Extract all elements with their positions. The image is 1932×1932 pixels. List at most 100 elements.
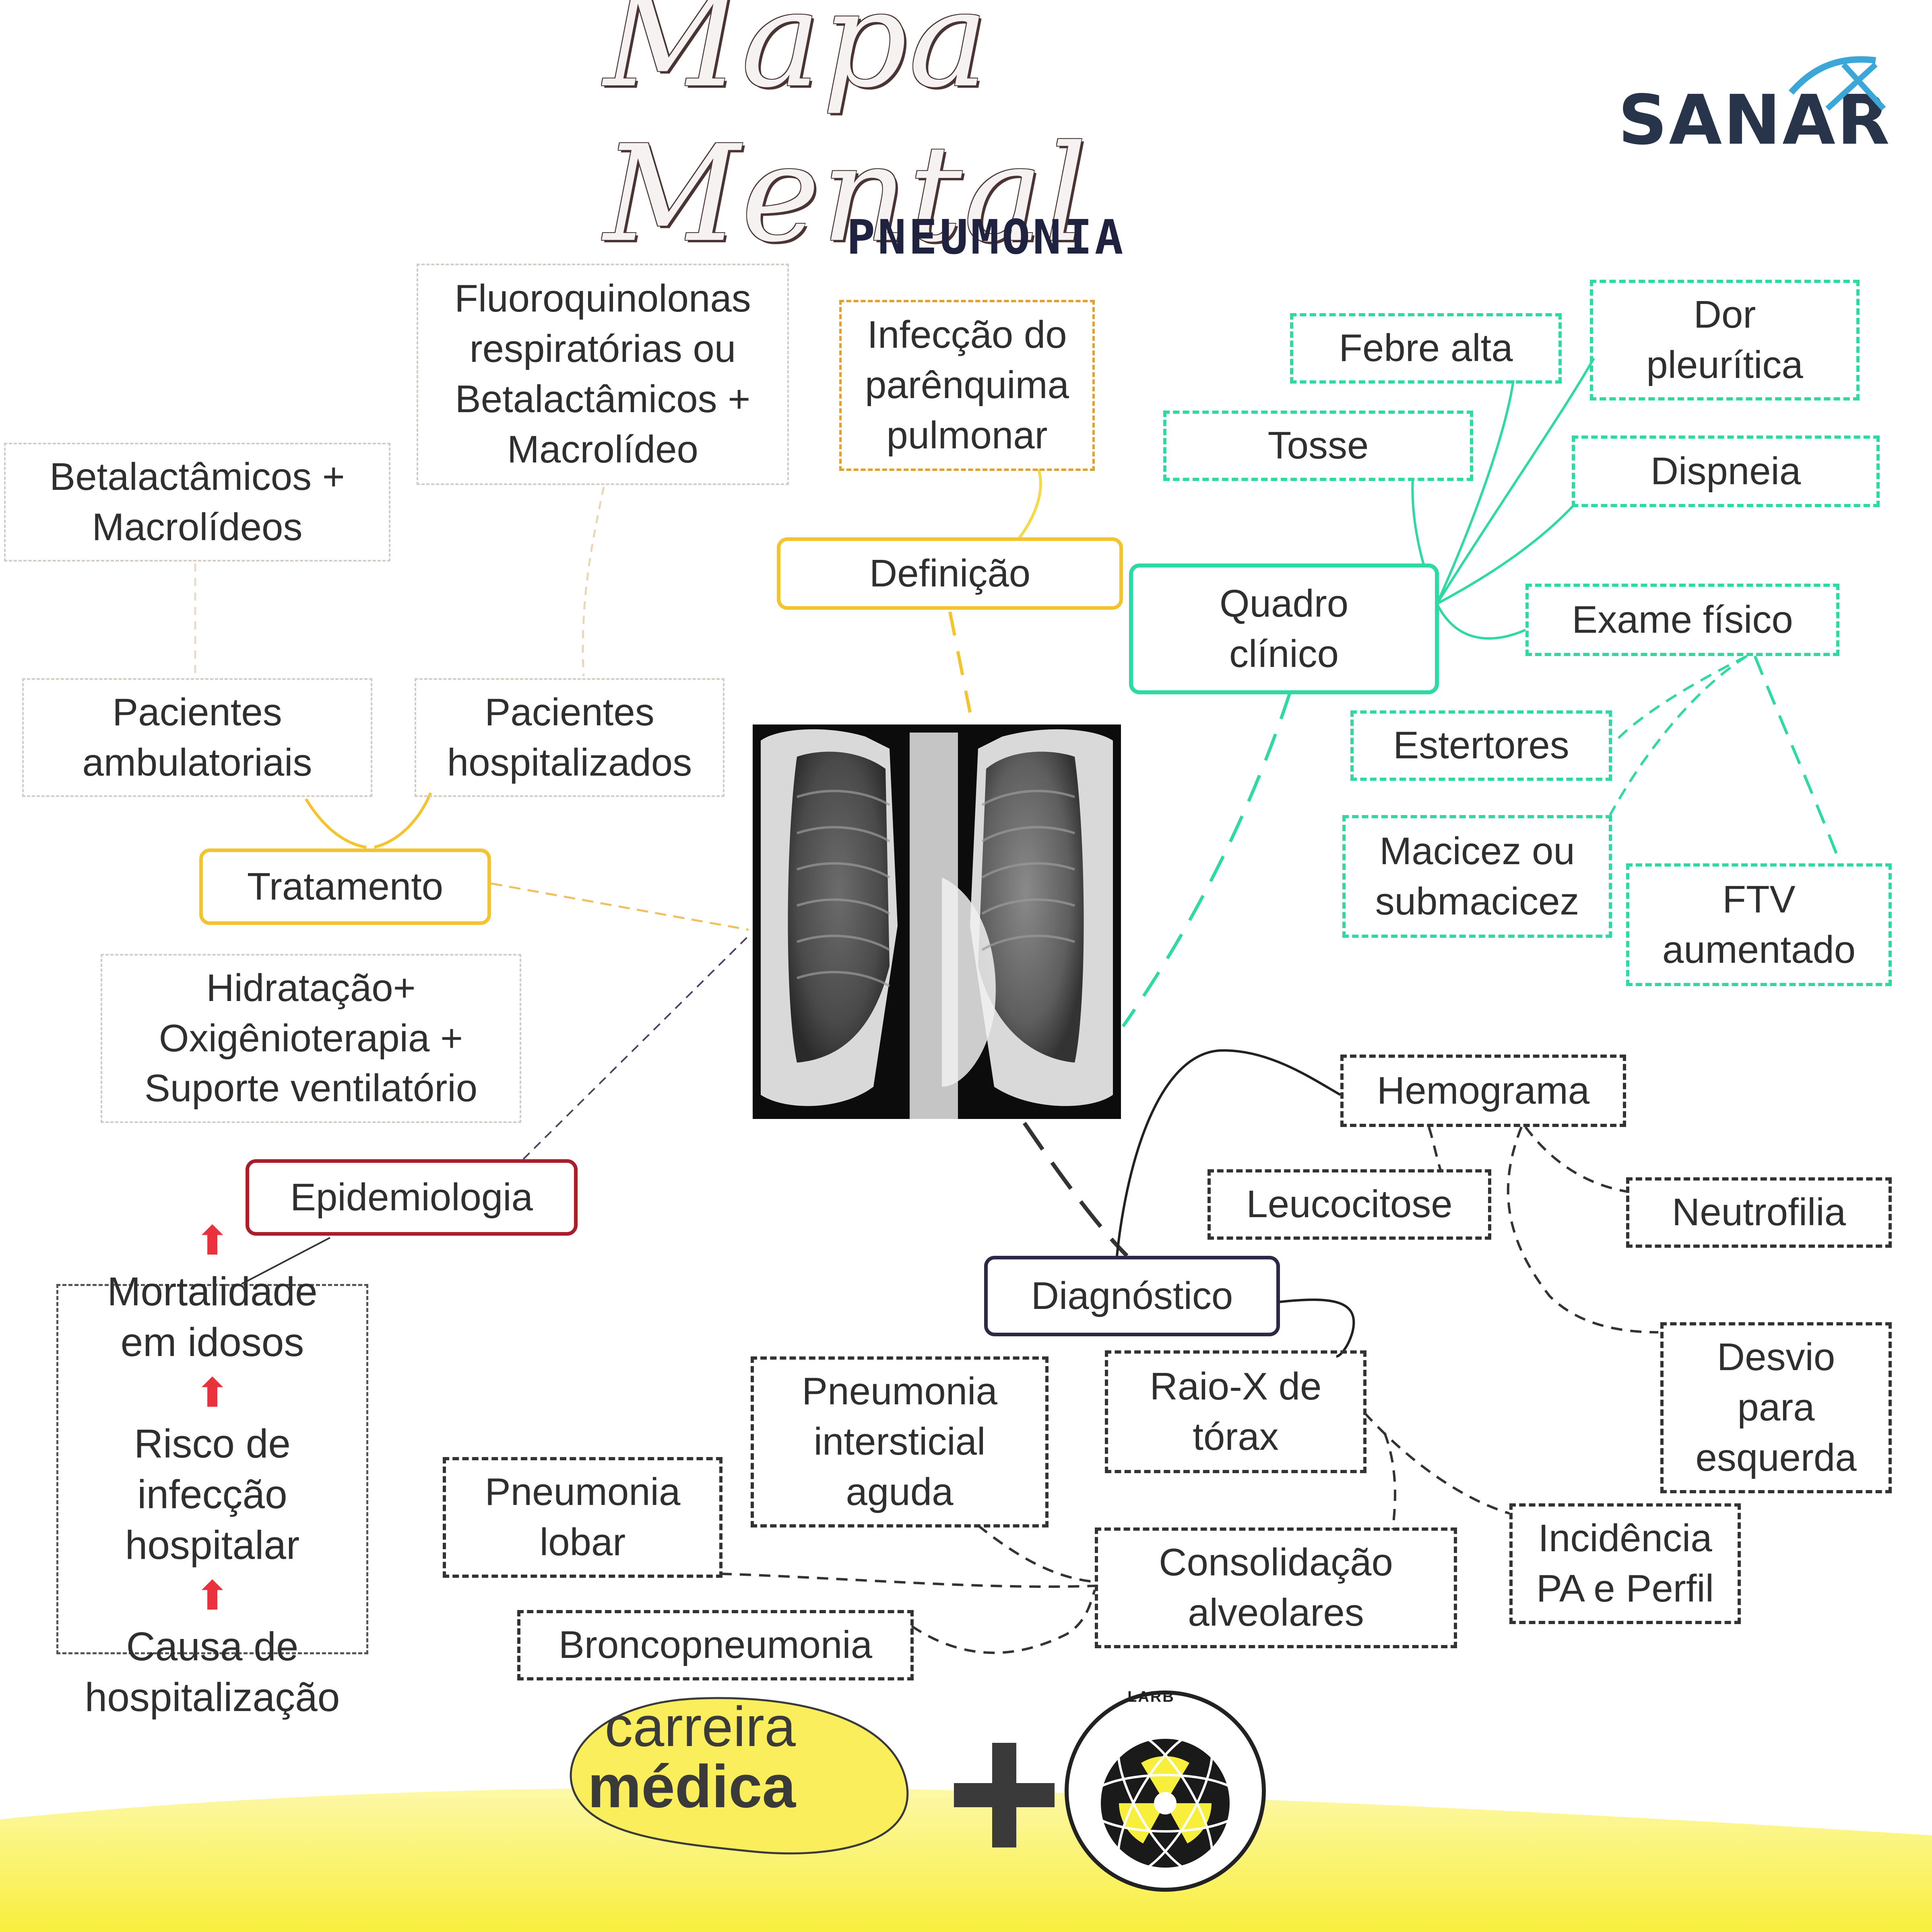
neutrofilia-box: Neutrofilia bbox=[1626, 1177, 1892, 1248]
consolidacao-box: Consolidação alveolares bbox=[1095, 1527, 1457, 1648]
dor-pleuritica-line: Dor bbox=[1693, 293, 1756, 336]
definicao-desc-line: parênquima bbox=[865, 363, 1069, 407]
febre-alta-box: Febre alta bbox=[1290, 313, 1562, 384]
dor-pleuritica-line: pleurítica bbox=[1646, 343, 1803, 386]
suporte-line: Hidratação+ bbox=[206, 966, 416, 1009]
sanar-mark-icon bbox=[1788, 56, 1886, 111]
medica-text: médica bbox=[588, 1752, 796, 1820]
line-exame-estertores bbox=[1613, 655, 1748, 744]
epi-line: infecção bbox=[137, 1472, 287, 1517]
intersticial-line: aguda bbox=[846, 1470, 954, 1513]
line-tratamento-amb bbox=[305, 798, 367, 849]
arrow-up-icon: ⬆ bbox=[195, 1218, 229, 1263]
hospitalizados-line: Pacientes bbox=[485, 690, 654, 734]
epi-line: hospitalar bbox=[125, 1523, 300, 1568]
line-inters-consol bbox=[977, 1524, 1095, 1583]
macicez-box: Macicez ou submacicez bbox=[1342, 815, 1612, 938]
suporte-box: Hidratação+ Oxigênioterapia + Suporte ve… bbox=[101, 954, 521, 1123]
tosse-label: Tosse bbox=[1267, 424, 1369, 467]
macicez-line: Macicez ou bbox=[1379, 829, 1575, 873]
fluoro-line: Macrolídeo bbox=[507, 427, 698, 471]
chest-xray-image bbox=[753, 724, 1121, 1119]
lobar-line: Pneumonia bbox=[485, 1470, 681, 1514]
broncopneumonia-box: Broncopneumonia bbox=[517, 1610, 914, 1680]
ambulatoriais-line: ambulatoriais bbox=[82, 741, 312, 784]
pneumonia-lobar-box: Pneumonia lobar bbox=[443, 1457, 722, 1578]
footer-band bbox=[0, 1788, 1932, 1932]
estertores-label: Estertores bbox=[1393, 724, 1569, 767]
suporte-line: Oxigênioterapia + bbox=[159, 1016, 463, 1060]
subtitle: PNEUMONIA bbox=[846, 209, 1126, 265]
hospitalizados-line: hospitalizados bbox=[447, 741, 692, 784]
page-title: Mapa Mental bbox=[604, 0, 1089, 271]
tosse-box: Tosse bbox=[1163, 411, 1473, 481]
epidemiologia-list-box: ⬆Mortalidade em idosos ⬆Risco de infecçã… bbox=[56, 1218, 368, 1720]
line-bronco-consol bbox=[911, 1589, 1096, 1654]
ambulatoriais-line: Pacientes bbox=[112, 690, 282, 734]
epi-item: ⬆Causa de bbox=[85, 1571, 340, 1672]
larb-label: LARB bbox=[1127, 1688, 1175, 1705]
line-hemo-leuco bbox=[1428, 1127, 1442, 1172]
arrow-up-icon: ⬆ bbox=[195, 1573, 229, 1618]
line-exame-ftv bbox=[1753, 655, 1841, 862]
desvio-line: para bbox=[1737, 1386, 1815, 1429]
dispneia-box: Dispneia bbox=[1572, 436, 1880, 507]
fluoroquinolonas-box: Fluoroquinolonas respiratórias ou Betala… bbox=[417, 264, 789, 485]
carreira-medica-logo: carreira médica bbox=[588, 1699, 796, 1818]
line-raiox-incid bbox=[1363, 1412, 1510, 1515]
line-q-dor bbox=[1436, 357, 1595, 605]
diagnostico-node[interactable]: Diagnóstico bbox=[984, 1256, 1280, 1336]
line-diag-hemograma bbox=[1116, 1049, 1341, 1256]
epi-line: em idosos bbox=[120, 1320, 304, 1365]
hemograma-label: Hemograma bbox=[1377, 1069, 1590, 1112]
beta-macro-line: Macrolídeos bbox=[92, 505, 303, 549]
lobar-line: lobar bbox=[539, 1521, 626, 1564]
epidemiologia-node[interactable]: Epidemiologia bbox=[246, 1159, 578, 1236]
ftv-line: aumentado bbox=[1662, 928, 1856, 971]
line-hemo-neutro bbox=[1524, 1126, 1627, 1193]
arrow-up-icon: ⬆ bbox=[195, 1371, 229, 1416]
pacientes-ambulatoriais-box: Pacientes ambulatoriais bbox=[22, 678, 372, 797]
line-epi-xray bbox=[522, 933, 751, 1160]
pacientes-hospitalizados-box: Pacientes hospitalizados bbox=[415, 678, 724, 797]
raiox-box: Raio-X de tórax bbox=[1105, 1350, 1366, 1473]
consolidacao-line: alveolares bbox=[1188, 1591, 1364, 1634]
diagnostico-label: Diagnóstico bbox=[1031, 1274, 1233, 1317]
definicao-node[interactable]: Definição bbox=[777, 537, 1123, 610]
dor-pleuritica-box: Dor pleurítica bbox=[1590, 280, 1860, 400]
line-q-dispneia bbox=[1436, 504, 1575, 605]
line-q-febre bbox=[1436, 380, 1515, 605]
line-hemo-desvio bbox=[1507, 1126, 1659, 1333]
fluoro-line: Betalactâmicos + bbox=[455, 378, 751, 421]
leucocitose-label: Leucocitose bbox=[1246, 1183, 1453, 1226]
pneumonia-intersticial-box: Pneumonia intersticial aguda bbox=[751, 1356, 1049, 1527]
line-quadro-xray bbox=[1121, 691, 1292, 1028]
desvio-line: esquerda bbox=[1695, 1436, 1857, 1479]
line-tratamento-xray bbox=[491, 882, 749, 931]
quadro-label-line: Quadro bbox=[1219, 582, 1349, 625]
ftv-box: FTV aumentado bbox=[1626, 863, 1892, 986]
line-q-exame bbox=[1436, 603, 1526, 640]
intersticial-line: intersticial bbox=[813, 1420, 986, 1463]
incidencia-line: PA e Perfil bbox=[1536, 1567, 1714, 1610]
epidemiologia-label: Epidemiologia bbox=[290, 1175, 533, 1219]
line-diag-xray bbox=[1022, 1122, 1129, 1257]
definicao-label: Definição bbox=[869, 551, 1031, 595]
line-hosp-fluoro bbox=[582, 487, 605, 677]
epi-line: hospitalização bbox=[85, 1675, 340, 1720]
macicez-line: submacicez bbox=[1375, 879, 1579, 923]
larb-logo-icon bbox=[1065, 1690, 1266, 1892]
leucocitose-box: Leucocitose bbox=[1208, 1169, 1491, 1240]
line-lobar-consol bbox=[720, 1573, 1095, 1588]
tratamento-node[interactable]: Tratamento bbox=[199, 848, 491, 925]
exame-fisico-label: Exame físico bbox=[1572, 598, 1793, 641]
ftv-line: FTV bbox=[1722, 877, 1796, 921]
line-exame-macicez bbox=[1609, 655, 1748, 816]
line-definicao-xray bbox=[948, 611, 972, 713]
beta-macro-line: Betalactâmicos + bbox=[50, 455, 345, 498]
quadro-clinico-node[interactable]: Quadro clínico bbox=[1129, 564, 1439, 694]
desvio-line: Desvio bbox=[1717, 1335, 1835, 1379]
line-diag-raiox bbox=[1278, 1298, 1355, 1358]
dispneia-label: Dispneia bbox=[1650, 449, 1801, 493]
